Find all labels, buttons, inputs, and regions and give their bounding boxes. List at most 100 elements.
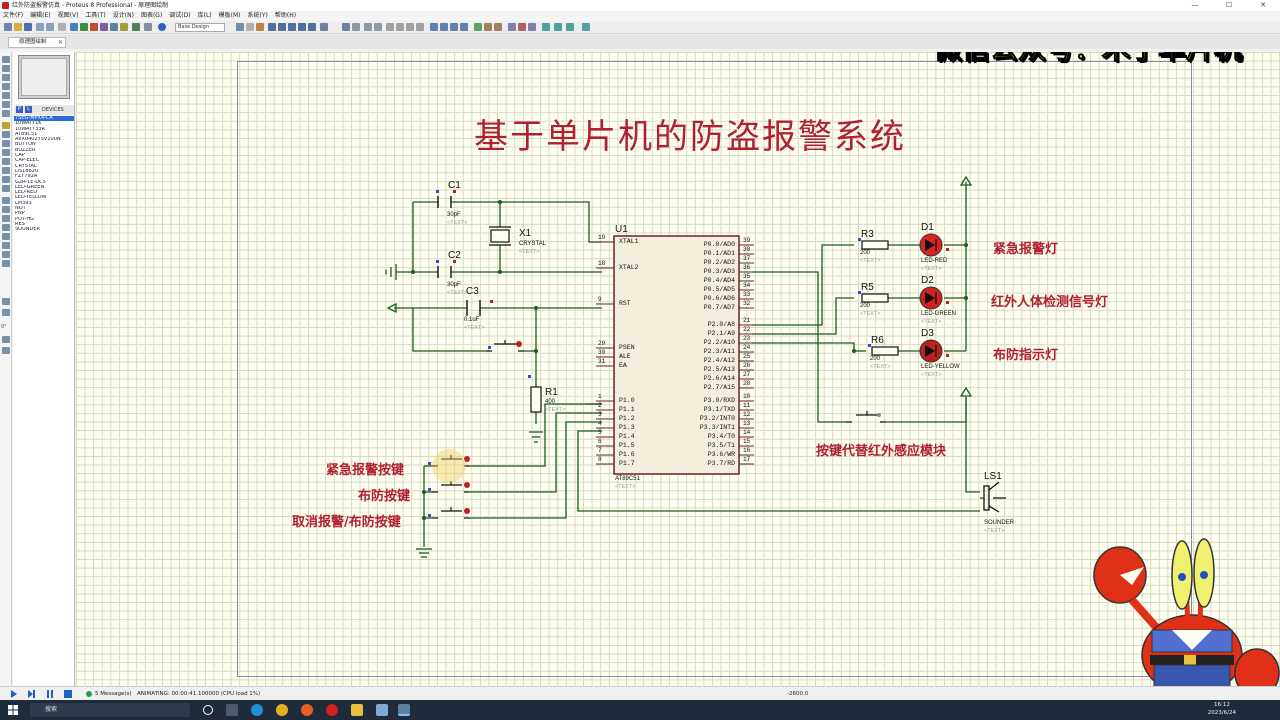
edge-browser-icon[interactable] <box>251 704 263 716</box>
cortana-icon[interactable] <box>203 705 213 715</box>
library-manager-button[interactable]: L <box>25 106 32 113</box>
device-list-item[interactable]: LED-GREEN <box>15 184 45 190</box>
origin-icon[interactable] <box>256 23 264 31</box>
device-list-item[interactable]: 7SEG-MPX4-CA <box>14 116 74 122</box>
task-view-icon[interactable] <box>226 704 238 716</box>
proteus-app-icon[interactable] <box>376 704 388 716</box>
package-tool-icon[interactable] <box>450 23 458 31</box>
grid-icon[interactable] <box>246 23 254 31</box>
device-list-item[interactable]: SOUNDER <box>15 227 40 233</box>
recorder-icon[interactable] <box>326 704 338 716</box>
property-assign-icon[interactable] <box>494 23 502 31</box>
c1-ref[interactable]: C1 <box>448 180 461 191</box>
menu-edit[interactable]: 编辑(E) <box>30 12 51 19</box>
2d-symbol-icon[interactable] <box>2 251 10 258</box>
netlist-to-ares-icon[interactable] <box>566 23 574 31</box>
d1-ref[interactable]: D1 <box>921 222 934 233</box>
menu-template[interactable]: 模板(M) <box>218 12 241 19</box>
device-list-item[interactable]: BUTTON <box>15 142 36 148</box>
source-code-icon[interactable] <box>132 23 140 31</box>
graph-mode-icon[interactable] <box>2 140 10 147</box>
rotate-anticlockwise-icon[interactable] <box>2 309 10 316</box>
tab-schematic[interactable]: 原理图绘制 ✕ <box>8 37 66 48</box>
u1-ref[interactable]: U1 <box>615 224 628 235</box>
device-list-item[interactable]: BUZZER <box>15 147 36 153</box>
windows-start-icon[interactable] <box>8 705 18 715</box>
rotate-clockwise-icon[interactable] <box>2 298 10 305</box>
copy-icon[interactable] <box>364 23 372 31</box>
terminals-icon[interactable] <box>2 122 10 129</box>
exit-parent-icon[interactable] <box>528 23 536 31</box>
minimize-button[interactable]: — <box>1191 1 1199 9</box>
device-list-item[interactable]: FZT792A <box>15 174 38 180</box>
step-icon[interactable] <box>28 690 36 698</box>
search-tag-icon[interactable] <box>484 23 492 31</box>
current-probe-icon[interactable] <box>2 176 10 183</box>
2d-text-icon[interactable] <box>2 242 10 249</box>
device-list-item[interactable]: RES <box>15 221 25 227</box>
pan-icon[interactable] <box>268 23 276 31</box>
taskbar-clock[interactable]: 16:12 2023/6/24 <box>1208 701 1236 717</box>
tab-close-icon[interactable]: ✕ <box>57 39 63 46</box>
device-list-item[interactable]: 10WATT1K <box>15 121 42 127</box>
device-list-item[interactable]: CAP-ELEC <box>15 158 40 164</box>
block-copy-icon[interactable] <box>386 23 394 31</box>
zoom-in-icon[interactable] <box>278 23 286 31</box>
device-list-item[interactable]: LED-YELLOW <box>15 195 47 201</box>
menu-help[interactable]: 帮助(H) <box>274 12 297 19</box>
d2-ref[interactable]: D2 <box>921 275 934 286</box>
c2-ref[interactable]: C2 <box>448 250 461 261</box>
text-script-icon[interactable] <box>2 92 10 99</box>
zoom-area-icon[interactable] <box>308 23 316 31</box>
device-list-item[interactable]: G2R-1E-DC5 <box>15 179 46 185</box>
ls1-ref[interactable]: LS1 <box>984 471 1002 482</box>
2d-line-icon[interactable] <box>2 197 10 204</box>
pick-device-button[interactable]: P <box>16 106 23 113</box>
device-list-item[interactable]: CAP <box>15 153 25 159</box>
component-mode-icon[interactable] <box>2 65 10 72</box>
c3-ref[interactable]: C3 <box>466 286 479 297</box>
block-rotate-icon[interactable] <box>406 23 414 31</box>
menu-view[interactable]: 视图(V) <box>57 12 79 19</box>
firefox-icon[interactable] <box>301 704 313 716</box>
design-select[interactable]: Base Design <box>175 23 225 32</box>
bill-of-materials-icon[interactable] <box>582 23 590 31</box>
3d-icon[interactable] <box>100 23 108 31</box>
mirror-y-icon[interactable] <box>2 347 10 354</box>
2d-box-icon[interactable] <box>2 206 10 213</box>
block-delete-icon[interactable] <box>416 23 424 31</box>
device-list-item[interactable]: NOT <box>15 206 26 212</box>
device-list-item[interactable]: AVX0402Y5V100N <box>15 137 61 143</box>
device-list-item[interactable]: AT89C51 <box>15 131 38 137</box>
close-project-icon[interactable] <box>58 23 66 31</box>
wire-label-icon[interactable] <box>2 83 10 90</box>
x1-ref[interactable]: X1 <box>519 228 532 239</box>
pick-device-icon[interactable] <box>430 23 438 31</box>
generator-mode-icon[interactable] <box>2 158 10 165</box>
virtual-instruments-icon[interactable] <box>2 185 10 192</box>
menu-graph[interactable]: 图表(G) <box>140 12 163 19</box>
close-button[interactable]: ✕ <box>1260 1 1266 9</box>
messages-count[interactable]: 5 Message(s) <box>95 691 132 697</box>
redo-icon[interactable] <box>342 23 350 31</box>
r6-ref[interactable]: R6 <box>871 335 884 346</box>
device-list-item[interactable]: CRYSTAL <box>15 163 37 169</box>
device-list-item[interactable]: DS18B20 <box>15 168 39 174</box>
r1-ref[interactable]: R1 <box>545 387 558 398</box>
zoom-out-icon[interactable] <box>288 23 296 31</box>
new-file-icon[interactable] <box>4 23 12 31</box>
2d-circle-icon[interactable] <box>2 215 10 222</box>
new-sheet-icon[interactable] <box>508 23 516 31</box>
zoom-all-icon[interactable] <box>298 23 306 31</box>
menu-design[interactable]: 设计(N) <box>112 12 134 19</box>
schematic-canvas[interactable]: 基于单片机的防盗报警系统 <box>76 52 1280 686</box>
open-file-icon[interactable] <box>14 23 22 31</box>
device-list-item[interactable]: PNP <box>15 211 25 217</box>
overview-window[interactable] <box>18 55 70 99</box>
help-icon[interactable] <box>158 23 166 31</box>
d3-ref[interactable]: D3 <box>921 328 934 339</box>
voltage-probe-icon[interactable] <box>2 167 10 174</box>
device-pins-icon[interactable] <box>2 131 10 138</box>
import-icon[interactable] <box>36 23 44 31</box>
menu-debug[interactable]: 调试(D) <box>169 12 191 19</box>
